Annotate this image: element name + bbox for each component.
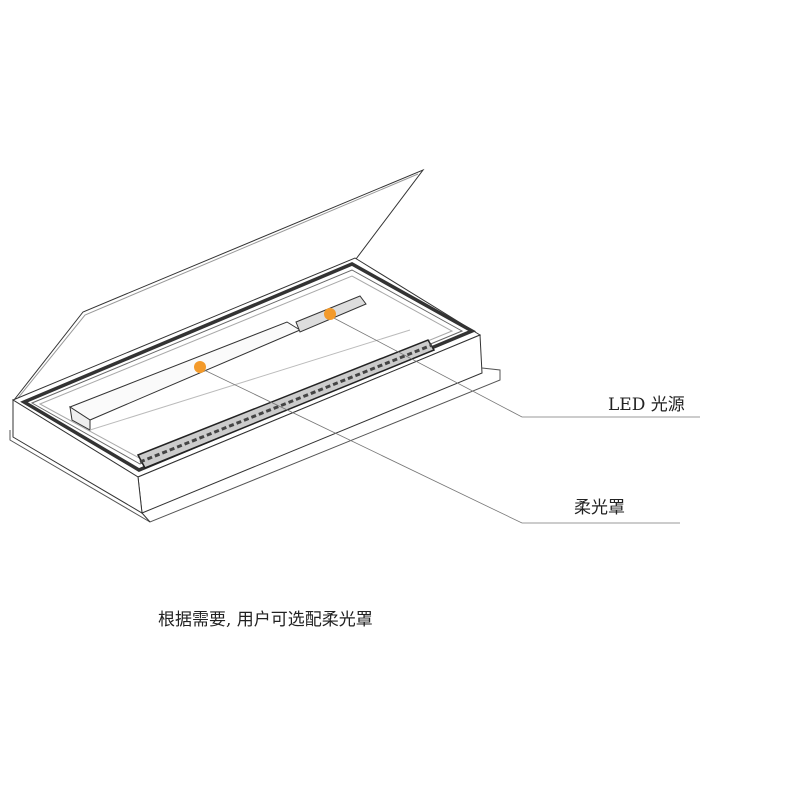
marker-diffuser: [194, 361, 206, 373]
marker-led: [324, 308, 336, 320]
led-source-label: LED 光源: [608, 395, 685, 415]
caption: 根据需要, 用户可选配柔光罩: [158, 610, 373, 630]
mounting-flange: [9, 367, 501, 523]
diffuser-label: 柔光罩: [574, 498, 625, 518]
gasket: [20, 262, 476, 472]
leader-line-led: [329, 315, 700, 418]
leader-line-diffuser: [199, 367, 680, 524]
led-strip-front: [136, 339, 436, 469]
